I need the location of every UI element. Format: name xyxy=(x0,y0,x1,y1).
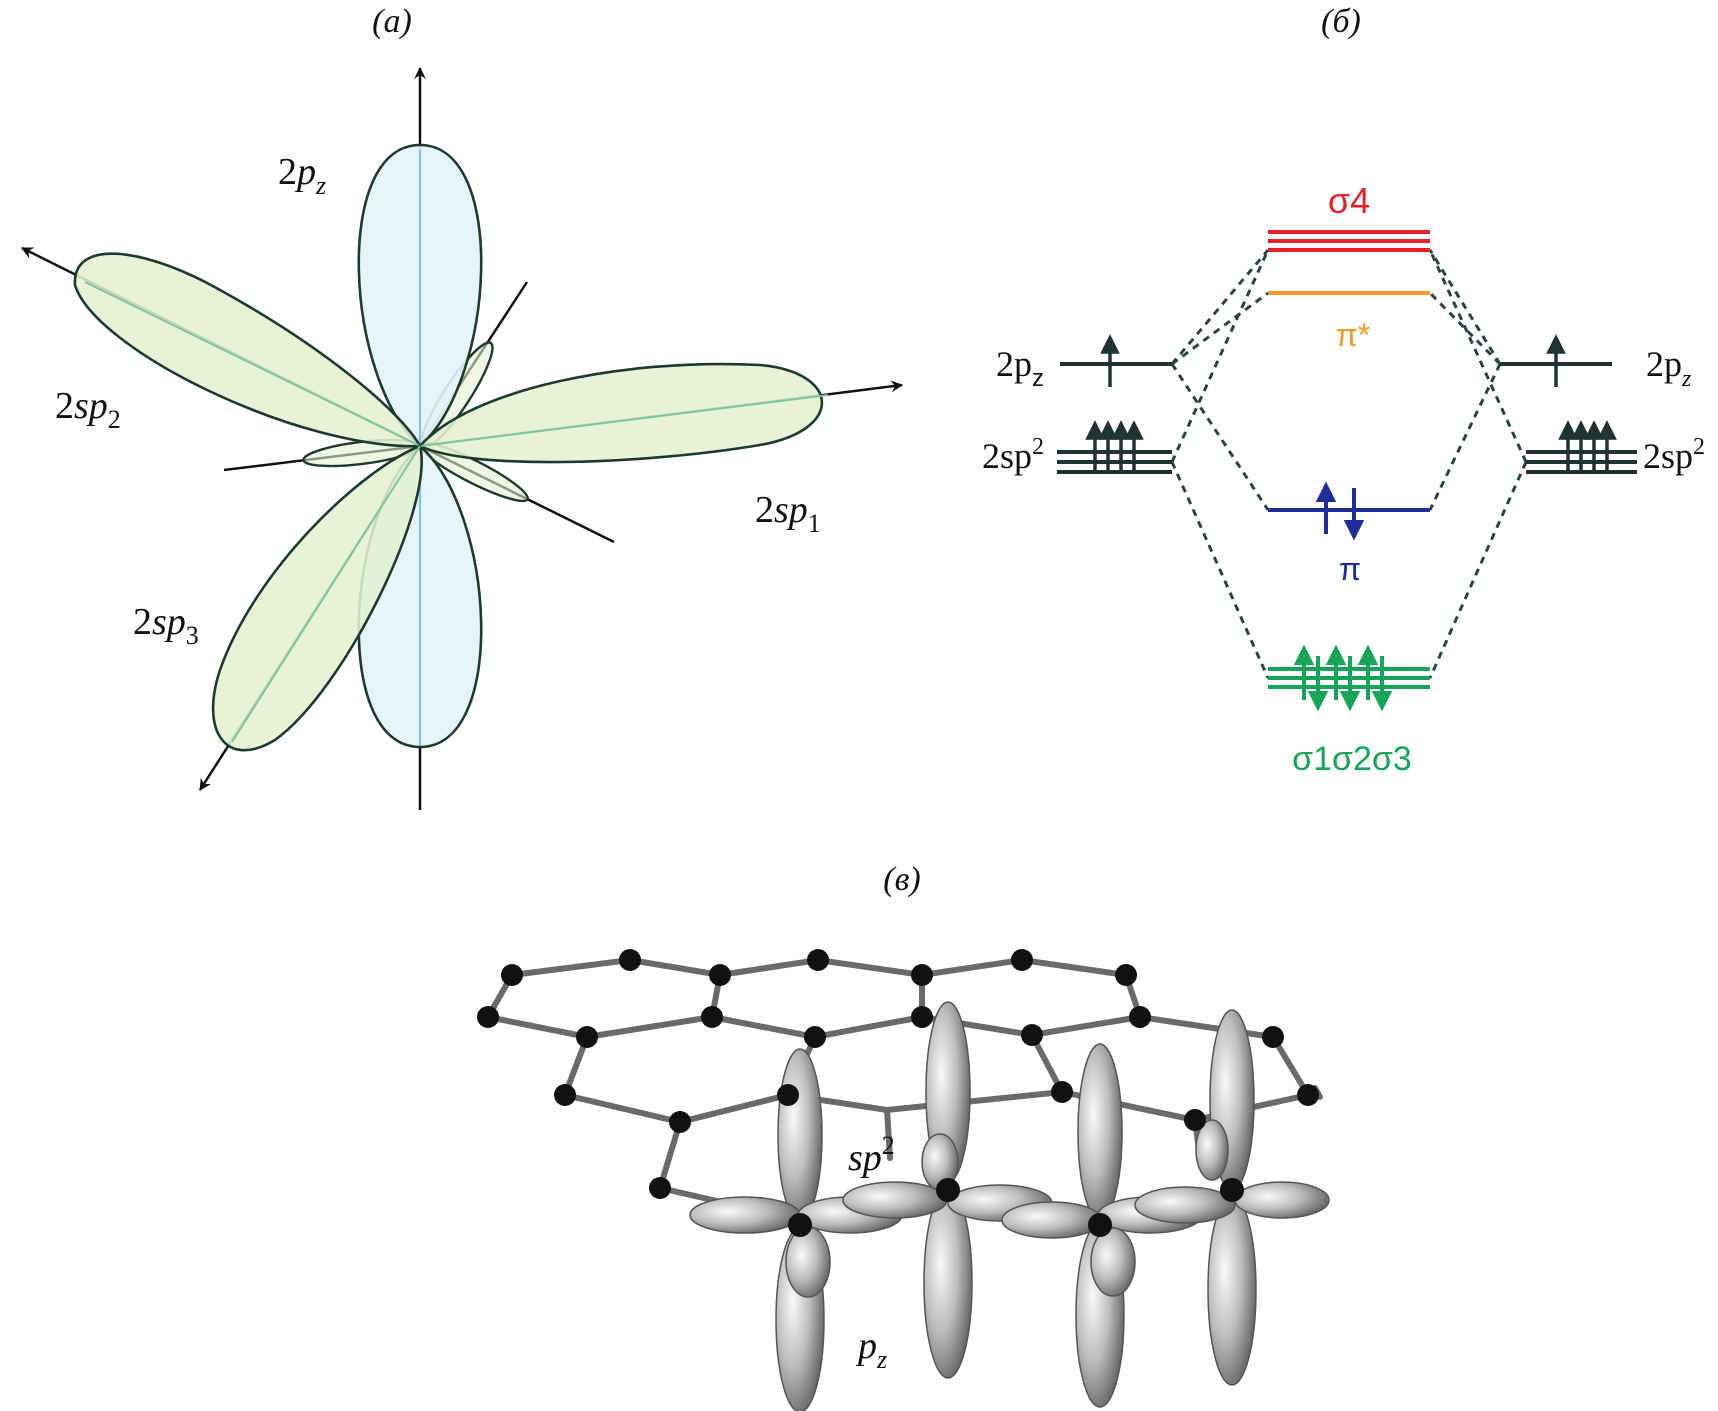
panel-c-label: (в) xyxy=(883,861,920,898)
right-electrons xyxy=(1546,334,1617,472)
sigma-star-label: σ4 xyxy=(1328,180,1370,221)
label-2sp1: 2sp1 xyxy=(755,489,821,538)
sp2-lobe xyxy=(73,252,423,448)
lattice-orbitals xyxy=(689,1001,1330,1411)
lattice-atoms xyxy=(477,949,1319,1237)
label-2pz: 2pz xyxy=(278,151,326,200)
right-2sp2-label: 2sp2 xyxy=(1643,434,1705,476)
panel-a-label: (а) xyxy=(372,3,412,40)
sp1-lobe xyxy=(417,362,829,464)
panel-b: (б) xyxy=(982,3,1705,778)
sp2-label: sp2 xyxy=(848,1131,895,1179)
pi-electrons xyxy=(1315,481,1365,541)
panel-a: (а) xyxy=(21,3,903,810)
sigma-star-levels xyxy=(1268,230,1430,252)
sp3-lobe xyxy=(211,444,423,752)
left-2sp2-label: 2sp2 xyxy=(982,434,1044,476)
pz-orbital xyxy=(357,143,483,749)
right-atom-levels xyxy=(1500,334,1637,474)
sigma-electrons xyxy=(1293,644,1393,712)
lattice-bonds xyxy=(485,956,1323,1223)
left-2pz-label: 2pz xyxy=(996,344,1044,392)
pz-label: pz xyxy=(855,1325,887,1374)
pi-star-label: π* xyxy=(1336,317,1371,353)
label-2sp3: 2sp3 xyxy=(133,601,199,650)
label-2sp2: 2sp2 xyxy=(55,385,121,434)
sigma-label: σ1σ2σ3 xyxy=(1292,740,1412,778)
pi-label: π xyxy=(1339,551,1361,587)
right-2pz-label: 2pz xyxy=(1646,344,1692,392)
panel-c: (в) xyxy=(477,861,1330,1411)
left-atom-levels xyxy=(1057,334,1172,474)
left-electrons xyxy=(1085,334,1144,472)
correlation-lines xyxy=(1170,249,1528,679)
panel-b-label: (б) xyxy=(1321,3,1361,40)
